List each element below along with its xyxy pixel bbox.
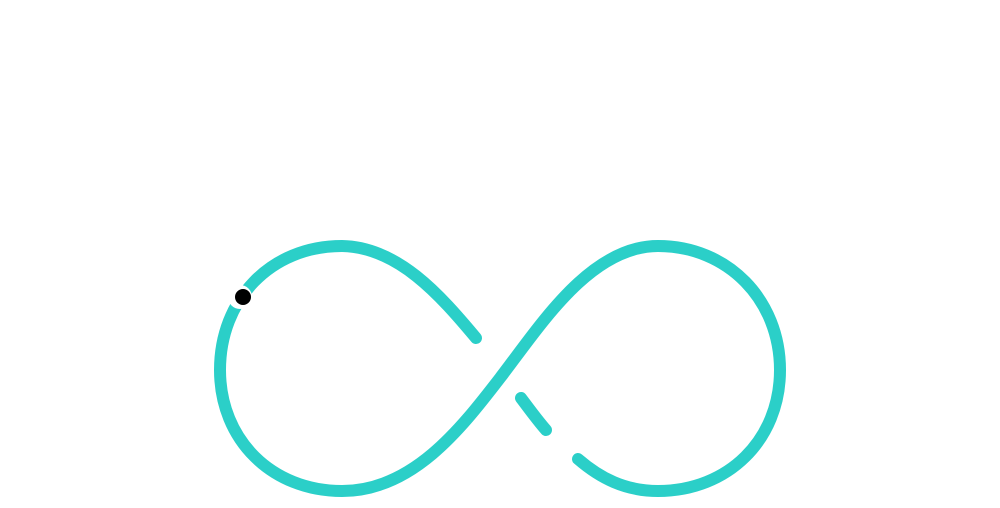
infinity-middle-dash	[515, 392, 552, 436]
infinity-left-loop	[213, 239, 787, 498]
dot-icon[interactable]	[235, 289, 251, 305]
